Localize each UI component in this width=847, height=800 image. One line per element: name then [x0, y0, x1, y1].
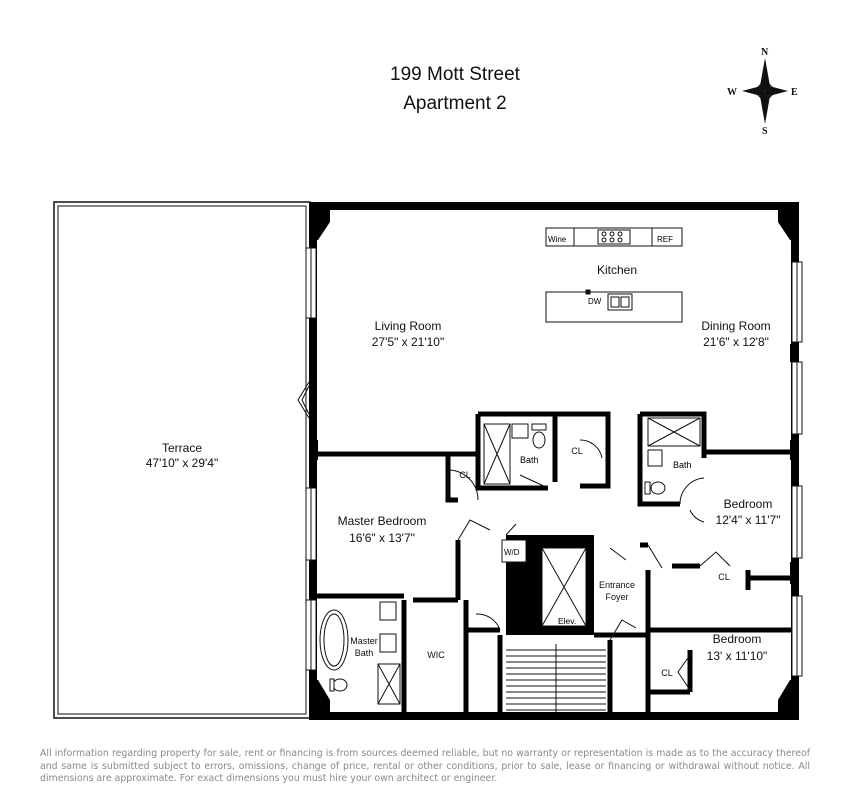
wic-label: WIC	[427, 650, 445, 660]
washer-dryer	[501, 539, 527, 563]
dw-label: DW	[588, 297, 602, 306]
bedroom-1-dims: 12'4" x 11'7"	[716, 513, 781, 527]
bath-center-fixtures	[483, 423, 547, 485]
compass-icon: N S E W	[727, 47, 798, 137]
bath-right-label: Bath	[673, 460, 692, 470]
disclaimer: All information regarding property for s…	[40, 748, 810, 784]
compass-east: E	[791, 87, 798, 98]
compass-north: N	[761, 47, 769, 58]
living-room-name: Living Room	[375, 319, 442, 333]
kitchen-counter	[545, 227, 683, 247]
kitchen-island	[545, 289, 683, 323]
dining-room-name: Dining Room	[701, 319, 770, 333]
compass-south: S	[762, 126, 768, 137]
master-bath-fixtures	[319, 601, 401, 705]
windows	[305, 247, 803, 677]
terrace-door	[297, 381, 310, 419]
compass-west: W	[727, 87, 737, 98]
columns	[309, 202, 799, 720]
wine-label: Wine	[548, 235, 567, 244]
kitchen-name: Kitchen	[597, 263, 637, 277]
elevator	[541, 547, 587, 627]
ref-label: REF	[657, 235, 673, 244]
bedroom-1-name: Bedroom	[724, 497, 773, 511]
closet-label-bedroom-1: CL	[718, 572, 730, 582]
foyer-line1: Entrance	[599, 580, 635, 590]
foyer-line2: Foyer	[605, 592, 628, 602]
master-bedroom-name: Master Bedroom	[338, 514, 427, 528]
dining-room-dims: 21'6" x 12'8"	[703, 335, 769, 349]
master-bedroom-dims: 16'6" x 13'7"	[349, 531, 415, 545]
master-bath-line2: Bath	[355, 648, 374, 658]
bath-center-label: Bath	[520, 455, 539, 465]
address-title: 199 Mott Street	[390, 64, 520, 85]
living-room-dims: 27'5" x 21'10"	[372, 335, 445, 349]
bedroom-2-dims: 13' x 11'10"	[707, 649, 768, 663]
door-swings	[447, 439, 731, 691]
stairs	[506, 644, 606, 714]
closet-label-center: CL	[571, 446, 583, 456]
elevator-label: Elev.	[558, 616, 576, 626]
bedroom-2-name: Bedroom	[713, 632, 762, 646]
bath-right-fixtures	[644, 417, 701, 495]
exterior-walls	[309, 202, 799, 720]
master-bath-line1: Master	[350, 636, 378, 646]
unit-title: Apartment 2	[403, 93, 507, 114]
wd-label: W/D	[504, 548, 520, 557]
terrace-dims: 47'10" x 29'4"	[146, 456, 219, 470]
terrace-name: Terrace	[162, 441, 202, 455]
closet-label-master: CL	[459, 470, 471, 480]
closet-label-bedroom-2: CL	[661, 668, 673, 678]
